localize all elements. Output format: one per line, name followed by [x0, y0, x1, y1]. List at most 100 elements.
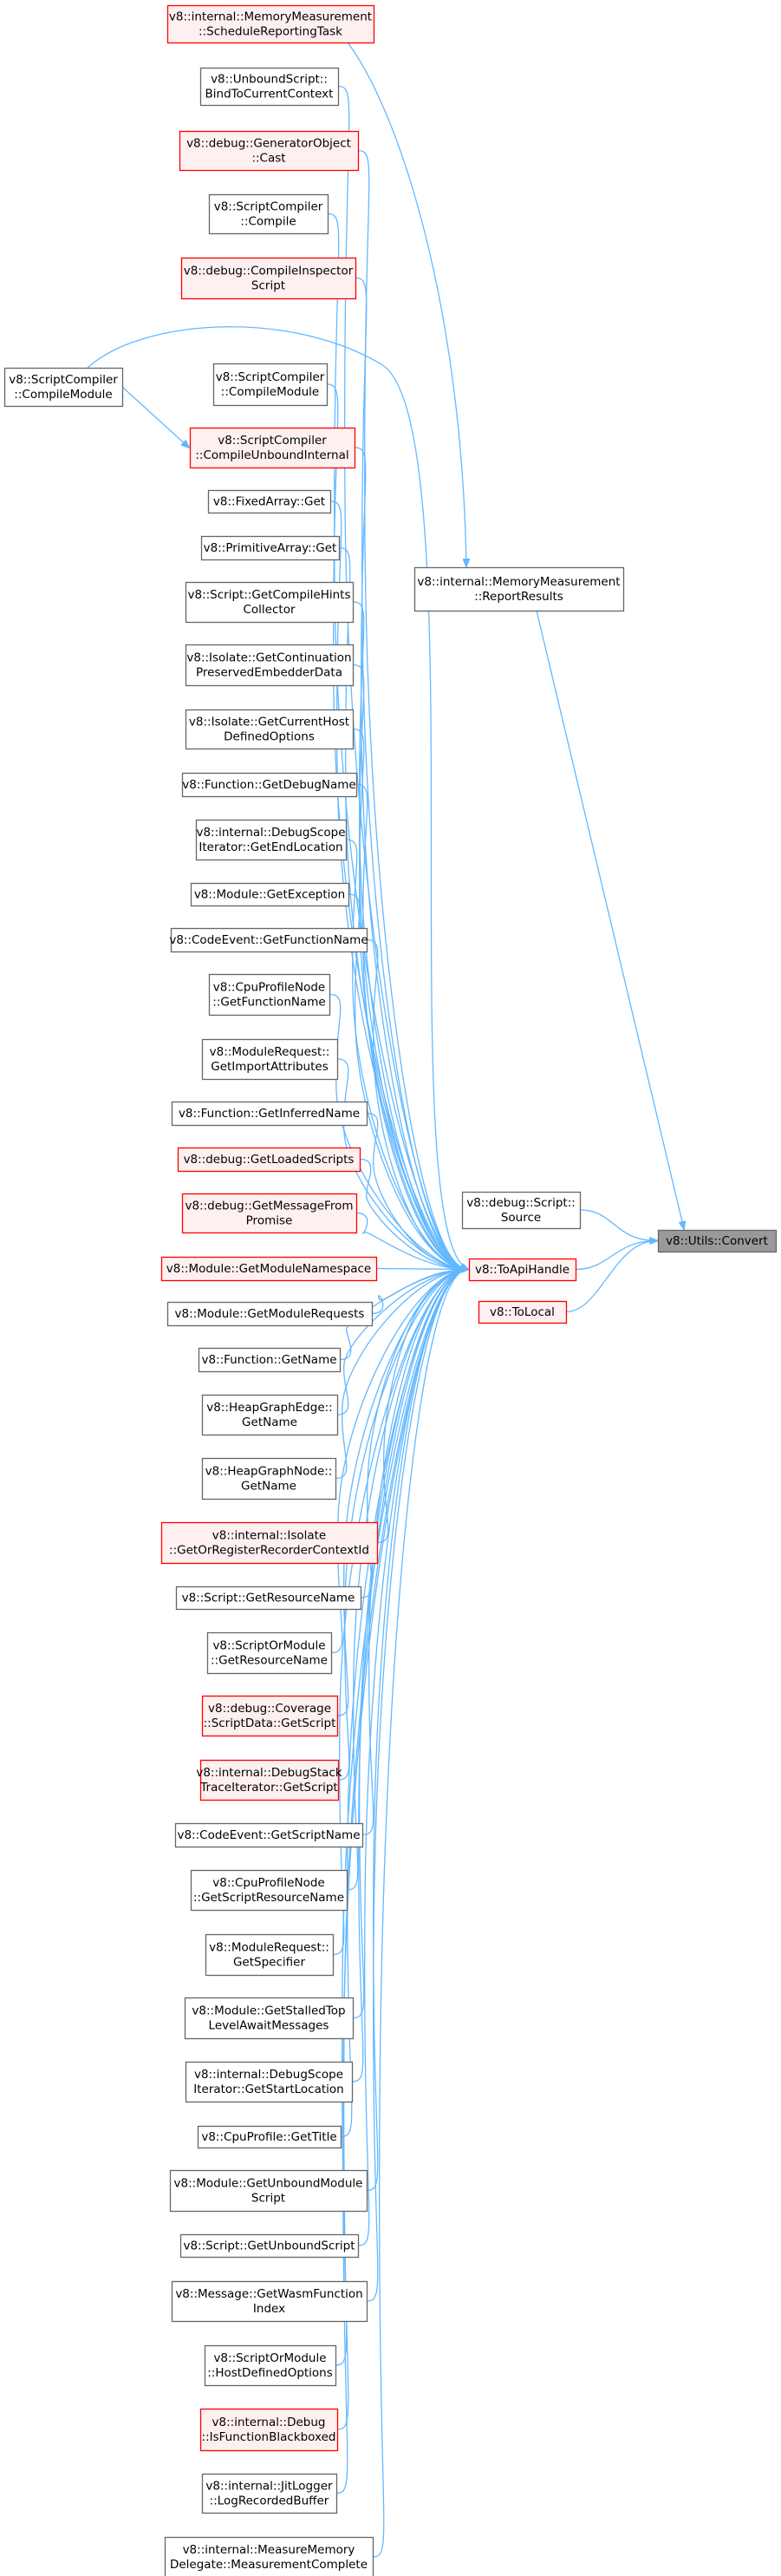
edge-reportresults-to-convert: [536, 610, 684, 1229]
node-n36[interactable]: v8::CpuProfile::GetTitle: [197, 2125, 342, 2149]
node-label: v8::CodeEvent::GetFunctionName: [169, 933, 368, 947]
node-scriptsource[interactable]: v8::debug::Script::Source: [461, 1191, 582, 1230]
node-n19[interactable]: v8::debug::GetLoadedScripts: [177, 1147, 361, 1173]
node-box: [198, 1347, 342, 1373]
node-box: [199, 2408, 339, 2452]
node-n7[interactable]: v8::FixedArray::Get: [207, 489, 332, 514]
node-box: [199, 67, 340, 107]
node-n33[interactable]: v8::ModuleRequest::GetSpecifier: [205, 1933, 335, 1977]
node-n26[interactable]: v8::internal::Isolate::GetOrRegisterReco…: [160, 1521, 379, 1565]
node-box: [175, 1585, 362, 1611]
node-n25[interactable]: v8::HeapGraphNode::GetName: [201, 1457, 337, 1500]
node-n8[interactable]: v8::PrimitiveArray::Get: [200, 535, 341, 561]
node-n40[interactable]: v8::ScriptOrModule::HostDefinedOptions: [204, 2344, 337, 2387]
node-n5[interactable]: v8::ScriptCompiler::CompileModule: [212, 363, 329, 407]
node-n18[interactable]: v8::Function::GetInferredName: [171, 1101, 368, 1127]
node-n28[interactable]: v8::ScriptOrModule::GetResourceName: [206, 1631, 333, 1675]
node-label: v8::debug::Coverage: [208, 1702, 331, 1716]
node-n41[interactable]: v8::internal::Debug::IsFunctionBlackboxe…: [199, 2408, 339, 2452]
edge-n33-to-toapihandle: [332, 1270, 468, 1956]
node-n21[interactable]: v8::Module::GetModuleNamespace: [160, 1256, 378, 1282]
node-n22[interactable]: v8::Module::GetModuleRequests: [166, 1301, 374, 1327]
node-n35[interactable]: v8::internal::DebugScopeIterator::GetSta…: [185, 2061, 354, 2103]
node-label: v8::Module::GetException: [194, 888, 345, 902]
node-n32[interactable]: v8::CpuProfileNode::GetScriptResourceNam…: [190, 1869, 348, 1912]
edge-n34-to-toapihandle: [352, 1270, 468, 2019]
node-label: GetName: [242, 1415, 297, 1429]
node-box: [201, 1457, 337, 1500]
node-n12[interactable]: v8::Function::GetDebugName: [181, 772, 358, 798]
node-reportresults[interactable]: v8::internal::MemoryMeasurement::ReportR…: [413, 566, 625, 612]
node-box: [171, 1101, 368, 1127]
node-tolocal[interactable]: v8::ToLocal: [478, 1300, 568, 1324]
node-label: ::Compile: [240, 215, 296, 229]
node-label: Delegate::MeasurementComplete: [170, 2558, 368, 2572]
node-label: v8::internal::DebugScope: [196, 826, 345, 840]
node-convert: v8::Utils::Convert: [657, 1229, 778, 1253]
node-n1[interactable]: v8::UnboundScript::BindToCurrentContext: [199, 67, 340, 107]
node-n42[interactable]: v8::internal::JitLogger::LogRecordedBuff…: [201, 2473, 338, 2514]
node-label: v8::Isolate::GetContinuation: [186, 651, 351, 665]
node-label: BindToCurrentContext: [205, 88, 334, 101]
node-n6[interactable]: v8::ScriptCompiler::CompileUnboundIntern…: [189, 427, 356, 469]
node-label: v8::ScriptCompiler: [214, 200, 323, 214]
edge-n11-to-toapihandle: [352, 728, 468, 1270]
node-label: v8::internal::Isolate: [212, 1529, 326, 1543]
node-label: GetImportAttributes: [211, 1060, 329, 1074]
edge-n15-to-toapihandle: [366, 938, 468, 1270]
node-box: [657, 1229, 778, 1253]
node-n43[interactable]: v8::internal::MeasureMemoryDelegate::Mea…: [164, 2536, 374, 2576]
node-box: [3, 367, 124, 408]
node-n27[interactable]: v8::Script::GetResourceName: [175, 1585, 362, 1611]
node-label: v8::ToApiHandle: [475, 1263, 569, 1277]
node-n30[interactable]: v8::internal::DebugStackTraceIterator::G…: [196, 1759, 342, 1801]
edge-n25-to-toapihandle: [335, 1270, 468, 1480]
node-n17[interactable]: v8::ModuleRequest::GetImportAttributes: [201, 1038, 339, 1081]
node-box: [468, 1258, 577, 1282]
node-n31[interactable]: v8::CodeEvent::GetScriptName: [174, 1822, 364, 1848]
node-box: [212, 363, 329, 407]
node-box: [160, 1521, 379, 1565]
edge-n13-to-toapihandle: [345, 839, 468, 1270]
node-n24[interactable]: v8::HeapGraphEdge::GetName: [201, 1394, 339, 1436]
node-n16[interactable]: v8::CpuProfileNode::GetFunctionName: [208, 973, 331, 1017]
node-n38[interactable]: v8::Script::GetUnboundScript: [179, 2233, 360, 2259]
node-box: [169, 2169, 368, 2213]
node-n3[interactable]: v8::ScriptCompiler::Compile: [208, 193, 329, 235]
node-box: [190, 1869, 348, 1912]
node-schedulereporting[interactable]: v8::internal::MemoryMeasurement::Schedul…: [166, 4, 375, 44]
node-n23[interactable]: v8::Function::GetName: [198, 1347, 342, 1373]
node-box: [185, 709, 355, 750]
node-box: [171, 2280, 368, 2323]
node-n15[interactable]: v8::CodeEvent::GetFunctionName: [169, 927, 368, 953]
node-n13[interactable]: v8::internal::DebugScopeIterator::GetEnd…: [195, 819, 348, 861]
edge-n41-to-toapihandle: [336, 1270, 468, 2430]
node-box: [164, 2536, 374, 2576]
node-toapihandle[interactable]: v8::ToApiHandle: [468, 1258, 577, 1282]
node-n11[interactable]: v8::Isolate::GetCurrentHostDefinedOption…: [185, 709, 355, 750]
edge-n24-to-toapihandle: [336, 1270, 468, 1415]
node-label: v8::Script::GetCompileHints: [188, 588, 351, 602]
node-box: [413, 566, 625, 612]
edge-n12-to-toapihandle: [355, 783, 468, 1270]
node-box: [166, 1301, 374, 1327]
node-n29[interactable]: v8::debug::Coverage::ScriptData::GetScri…: [201, 1695, 339, 1737]
edge-toapihandle-to-convert: [575, 1241, 657, 1271]
node-label: v8::Module::GetModuleNamespace: [166, 1262, 371, 1276]
node-label: v8::Script::GetUnboundScript: [183, 2239, 355, 2253]
node-label: v8::Module::GetModuleRequests: [175, 1307, 365, 1321]
node-n10[interactable]: v8::Isolate::GetContinuationPreservedEmb…: [185, 644, 355, 687]
node-n34[interactable]: v8::Module::GetStalledTopLevelAwaitMessa…: [184, 1997, 355, 2040]
node-box: [478, 1300, 568, 1324]
node-n14[interactable]: v8::Module::GetException: [190, 882, 350, 907]
node-label: TraceIterator::GetScript: [199, 1781, 337, 1795]
node-label: Iterator::GetEndLocation: [199, 840, 342, 854]
node-box: [201, 1695, 339, 1737]
node-compilemodule_left[interactable]: v8::ScriptCompiler::CompileModule: [3, 367, 124, 408]
node-n2[interactable]: v8::debug::GeneratorObject::Cast: [179, 130, 360, 172]
